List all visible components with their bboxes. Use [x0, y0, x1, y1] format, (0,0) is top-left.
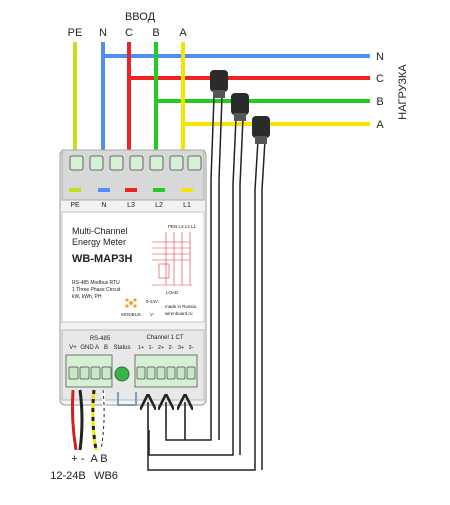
- status-led-icon: [114, 366, 130, 382]
- made-in-line2: wirenboard.ru: [165, 311, 193, 316]
- power-bus-cables: [70, 389, 106, 451]
- bus-caption: WB6: [94, 470, 118, 482]
- power-label-vplus: V+: [69, 345, 77, 351]
- ct-lead-l1: [147, 139, 266, 471]
- c-wire: [127, 42, 370, 150]
- rs485-label: RS-485: [90, 336, 111, 342]
- meter-device: PE N L3 L2 L1 Multi-Channel Energy Meter…: [59, 149, 207, 406]
- terminal-label-l3: L3: [127, 202, 135, 209]
- ct-terminal-label-2minus: 2-: [169, 345, 174, 351]
- device-spec-line1: RS-485 Modbus RTU: [72, 280, 120, 286]
- supply-voltage: 9-24V: [146, 299, 158, 304]
- ct-l3-clamp: [210, 70, 228, 98]
- power-caption: 12-24В: [50, 470, 85, 482]
- output-wire-label-c: C: [376, 73, 384, 85]
- terminal-label-pe: PE: [70, 202, 80, 209]
- device-model: WB-MAP3H: [72, 253, 133, 265]
- front-panel: [61, 211, 205, 323]
- a-wire: [181, 42, 370, 150]
- terminal-label-l2: L2: [155, 202, 163, 209]
- ct-terminal-label-2plus: 2+: [158, 345, 164, 351]
- output-wire-label-n: N: [376, 51, 384, 63]
- load-schematic-label: LOAD: [166, 290, 179, 295]
- input-wire-label-pe: PE: [68, 27, 83, 39]
- ct-l2-clamp: [231, 93, 249, 121]
- ct-lead-l2: [148, 117, 244, 456]
- din-latch: [117, 392, 137, 406]
- top-terminal-screws: [69, 155, 202, 171]
- modbus-logo-icon: [125, 298, 137, 308]
- load-label: НАГРУЗКА: [397, 64, 409, 120]
- ct-terminal-label-1plus: 1+: [138, 345, 144, 351]
- supply-polarity: V-: [150, 312, 155, 317]
- device-spec-line2: 1 Three Phase Circuit: [72, 287, 121, 293]
- device-title-line1: Multi-Channel: [72, 226, 128, 236]
- ct-terminal-label-1minus: 1-: [149, 345, 154, 351]
- input-label: ВВОД: [125, 11, 156, 23]
- input-wire-label-a: A: [179, 27, 187, 39]
- current-transformers: [147, 70, 270, 471]
- load-schematic-icon: [152, 232, 192, 286]
- ct-terminal-label-3plus: 3+: [178, 345, 184, 351]
- power-label-gnd: GND: [80, 345, 94, 351]
- bus-letters: A B: [90, 453, 107, 465]
- ct-l1-clamp: [252, 116, 270, 144]
- terminal-label-n: N: [101, 202, 106, 209]
- ct-input-arrows: [148, 402, 185, 440]
- device-title-line2: Energy Meter: [72, 237, 126, 247]
- input-wire-label-c: C: [125, 27, 133, 39]
- bus-label-a: A: [95, 345, 99, 351]
- device-spec-line3: kW, kWh, PH: [72, 294, 102, 300]
- power-polarity-signs: + -: [71, 453, 84, 465]
- ct-lead-l3: [165, 95, 223, 441]
- pen-label: PEN L3 L2 L1: [168, 224, 197, 229]
- ct-channel-label: Channel 1 CT: [146, 335, 183, 341]
- output-wire-label-a: A: [376, 119, 384, 131]
- made-in-line1: made in Russia: [165, 304, 197, 309]
- n-wire: [101, 42, 370, 150]
- input-wire-label-b: B: [152, 27, 159, 39]
- bus-label-b: B: [104, 345, 108, 351]
- modbus-label: MODBUS: [121, 312, 141, 317]
- output-wire-label-b: B: [376, 96, 383, 108]
- b-wire: [154, 42, 370, 150]
- ct-terminal-label-3minus: 3-: [189, 345, 194, 351]
- status-label: Status: [113, 345, 130, 351]
- phase-wires: [73, 42, 370, 150]
- terminal-label-l1: L1: [183, 202, 191, 209]
- terminal-color-markers: [69, 188, 193, 192]
- input-wire-label-n: N: [99, 27, 107, 39]
